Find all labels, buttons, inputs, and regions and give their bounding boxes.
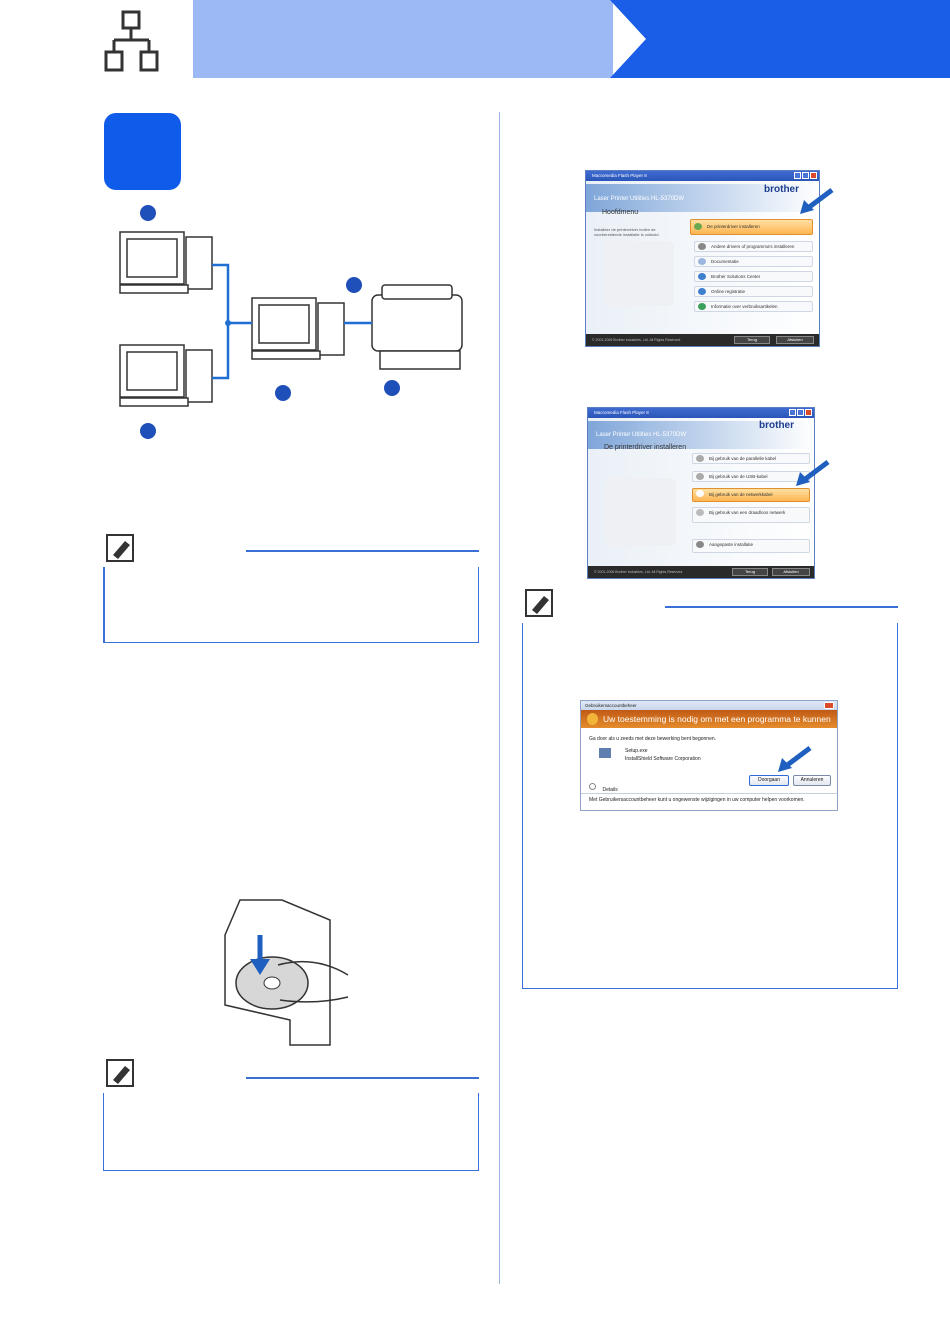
cd-icon (694, 223, 702, 230)
note-pencil-icon (525, 589, 553, 617)
note-box (103, 567, 479, 643)
gear-icon (696, 541, 704, 548)
network-icon (104, 10, 159, 72)
cable-icon (696, 490, 704, 497)
note-pencil-icon (106, 534, 134, 562)
menu-item-wireless-network[interactable]: Bij gebruik van een draadloos netwerk (692, 507, 810, 523)
note-rule (246, 550, 479, 552)
cancel-button[interactable]: Annuleren (793, 775, 831, 786)
menu-heading: Hoofdmenu (602, 209, 639, 216)
header-band-dark (610, 0, 950, 78)
brand-logo: brother (764, 184, 799, 195)
details-toggle[interactable]: Details (589, 778, 618, 796)
uac-footer: Met Gebruikersaccountbeheer kunt u ongew… (589, 797, 805, 803)
printer-illustration (604, 241, 674, 306)
cd-insert-illustration (224, 899, 349, 1046)
menu-item-online-registration[interactable]: Online registratie (694, 286, 813, 297)
back-button[interactable]: Terug (732, 568, 768, 576)
uac-publisher: InstallShield Software Corporation (625, 756, 701, 762)
computer-icon (119, 344, 213, 407)
minimize-button[interactable] (794, 172, 801, 179)
header-band-light (193, 0, 613, 78)
maximize-button[interactable] (802, 172, 809, 179)
close-button[interactable] (824, 702, 834, 709)
menu-description: Installeer de printerdriver indien de vo… (594, 227, 660, 237)
installer-main-menu-window: Macromedia Flash Player 8 brother Laser … (585, 170, 820, 347)
pointer-arrow-icon (778, 746, 812, 772)
product-title: Laser Printer Utilities HL-5370DW (596, 432, 687, 438)
product-title: Laser Printer Utilities HL-5370DW (594, 196, 685, 202)
uac-instruction: Ga door als u zeeds met deze bewerking b… (589, 736, 717, 742)
installer-driver-window: Macromedia Flash Player 8 brother Laser … (587, 407, 815, 579)
menu-item-parallel-cable[interactable]: Bij gebruik van de parallelle kabel (692, 453, 810, 464)
note-rule (665, 606, 898, 608)
close-button[interactable] (805, 409, 812, 416)
column-divider (499, 112, 500, 1284)
note-rule (246, 1077, 479, 1079)
maximize-button[interactable] (797, 409, 804, 416)
back-button[interactable]: Terug (734, 336, 770, 344)
computer-icon (119, 231, 213, 294)
note-box (103, 1093, 479, 1171)
globe-icon (698, 273, 706, 280)
menu-item-supplies-info[interactable]: Informatie over verbruiksartikelen (694, 301, 813, 312)
exit-button[interactable]: Afsluiten (776, 336, 814, 344)
globe-icon (698, 288, 706, 295)
computer-icon (251, 297, 345, 360)
menu-item-usb-cable[interactable]: Bij gebruik van de USB-kabel (692, 471, 810, 482)
menu-item-documentation[interactable]: Documentatie (694, 256, 813, 267)
warning-shield-icon (587, 713, 598, 725)
menu-item-solutions-center[interactable]: Brother Solutions Center (694, 271, 813, 282)
step-badge (104, 113, 181, 190)
note-box (522, 623, 898, 989)
pointer-arrow-icon (796, 460, 830, 486)
window-title: Gebruikersaccountbeheer (581, 701, 837, 710)
printer-icon (371, 284, 463, 370)
menu-item-other-drivers[interactable]: Andere drivers of programma's installere… (694, 241, 813, 252)
uac-program-name: Setup.exe (625, 748, 648, 754)
program-icon (599, 748, 611, 758)
status-bar: © 2001-2006 Brother Industries, Ltd. All… (588, 566, 814, 578)
uac-dialog: Gebruikersaccountbeheer Uw toestemming i… (580, 700, 838, 811)
minimize-button[interactable] (789, 409, 796, 416)
menu-item-install-driver[interactable]: De printerdriver installeren (690, 219, 813, 235)
note-pencil-icon (106, 1059, 134, 1087)
status-bar: © 2001-2006 Brother Industries, Ltd. All… (586, 334, 819, 346)
printer-illustration (606, 478, 676, 546)
tools-icon (698, 243, 706, 250)
continue-button[interactable]: Doorgaan (749, 775, 789, 786)
menu-item-custom-install[interactable]: Aangepaste installatie (692, 539, 810, 553)
cable-icon (696, 455, 704, 462)
wireless-icon (696, 509, 704, 516)
window-title: Macromedia Flash Player 8 (588, 408, 814, 418)
menu-item-network-cable[interactable]: Bij gebruik van de netwerkkabel (692, 488, 810, 502)
chevron-down-icon (589, 783, 596, 791)
brand-logo: brother (759, 420, 794, 431)
close-button[interactable] (810, 172, 817, 179)
header-icon-area (0, 0, 193, 78)
uac-headline: Uw toestemming is nodig om met een progr… (581, 710, 837, 742)
cable-icon (696, 473, 704, 480)
globe-icon (698, 303, 706, 310)
network-diagram (119, 205, 463, 439)
menu-heading: De printerdriver installeren (604, 444, 687, 451)
exit-button[interactable]: Afsluiten (772, 568, 810, 576)
document-icon (698, 258, 706, 265)
window-title: Macromedia Flash Player 8 (586, 171, 819, 181)
pointer-arrow-icon (800, 188, 834, 214)
